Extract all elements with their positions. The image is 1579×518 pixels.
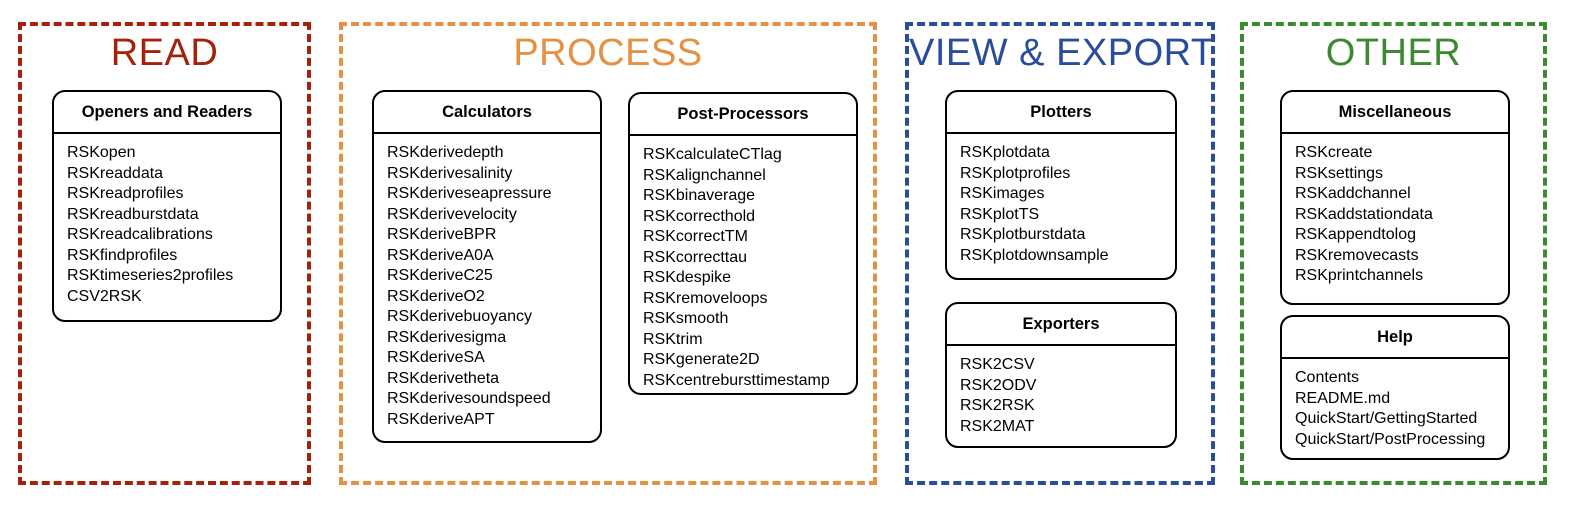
function-item: RSKremovecasts [1295,246,1419,264]
function-item: RSK2ODV [960,376,1037,394]
function-item: Contents [1295,369,1360,386]
function-item: QuickStart/GettingStarted [1295,410,1478,427]
function-item: RSKplotdownsample [960,246,1109,264]
function-item: RSKderivetheta [387,369,500,387]
function-item: RSKplotprofiles [960,164,1071,182]
function-item: RSKaddchannel [1295,185,1411,202]
function-item: RSK2RSK [960,397,1035,414]
box-header-miscellaneous: Miscellaneous [1282,92,1508,134]
function-item: RSKcorrectTM [643,228,748,245]
function-item: RSKappendtolog [1295,226,1416,243]
function-item: RSKplotburstdata [960,226,1086,243]
function-item: RSKderivedepth [387,144,504,161]
section-title-read: READ [110,32,219,74]
box-exporters: Exporters RSK2CSV RSK2ODV RSK2RSK RSK2MAT [945,302,1177,448]
function-item: RSKcorrecthold [643,207,756,225]
function-item: RSKdespike [643,269,732,286]
function-item: RSKimages [960,185,1045,202]
function-item: RSKreaddata [67,164,164,182]
function-item: RSKcorrecttau [643,248,748,266]
box-header-calculators: Calculators [374,92,600,134]
function-item: RSKreadcalibrations [67,226,213,243]
function-item: RSKtimeseries2profiles [67,267,234,284]
function-item: RSK2MAT [960,417,1035,435]
function-item: RSKreadprofiles [67,185,184,202]
function-item: RSKcreate [1295,144,1373,161]
function-item: RSKtrim [643,330,703,348]
function-item: QuickStart/PostProcessing [1295,430,1486,448]
function-item: RSKreadburstdata [67,205,199,223]
function-list-exporters: RSK2CSV RSK2ODV RSK2RSK RSK2MAT [947,346,1175,437]
function-item: RSKderivebuoyancy [387,308,532,325]
function-item: RSKderivevelocity [387,205,517,223]
function-item: RSKgenerate2D [643,351,760,368]
function-item: RSKderivesalinity [387,164,513,182]
function-item: RSKremoveloops [643,289,768,307]
box-header-plotters: Plotters [947,92,1175,134]
box-header-post-processors: Post-Processors [630,94,856,136]
function-item: RSKderivesoundspeed [387,390,551,407]
section-title-process: PROCESS [513,32,703,74]
function-item: RSKaddstationdata [1295,205,1433,223]
function-item: RSKbinaverage [643,187,756,204]
function-item: RSKfindprofiles [67,246,178,264]
function-item: RSKsmooth [643,310,729,327]
section-title-view-export: VIEW & EXPORT [909,32,1215,74]
function-item: README.md [1295,389,1391,407]
function-item: RSKderiveC25 [387,267,493,284]
function-item: RSKderivesigma [387,328,507,346]
function-item: RSKopen [67,144,136,161]
function-item: RSKderiveA0A [387,246,494,264]
function-item: RSKcalculateCTlag [643,146,782,163]
box-header-openers-and-readers: Openers and Readers [54,92,280,134]
function-item: RSKsettings [1295,164,1384,182]
function-item: RSKderiveBPR [387,226,497,243]
function-item: RSKplotTS [960,205,1040,223]
function-item: RSKderiveSA [387,349,485,366]
function-item: RSKderiveO2 [387,287,485,305]
function-item: RSKderiveseapressure [387,185,552,202]
box-header-help: Help [1282,317,1508,359]
function-item: RSKcentrebursttimestamp [643,371,830,389]
function-item: RSKprintchannels [1295,267,1424,284]
box-header-exporters: Exporters [947,304,1175,346]
section-title-other: OTHER [1325,32,1462,74]
function-item: RSKderiveAPT [387,410,495,428]
function-item: RSK2CSV [960,356,1035,373]
function-item: CSV2RSK [67,287,142,305]
function-item: RSKalignchannel [643,166,766,184]
function-item: RSKplotdata [960,144,1050,161]
